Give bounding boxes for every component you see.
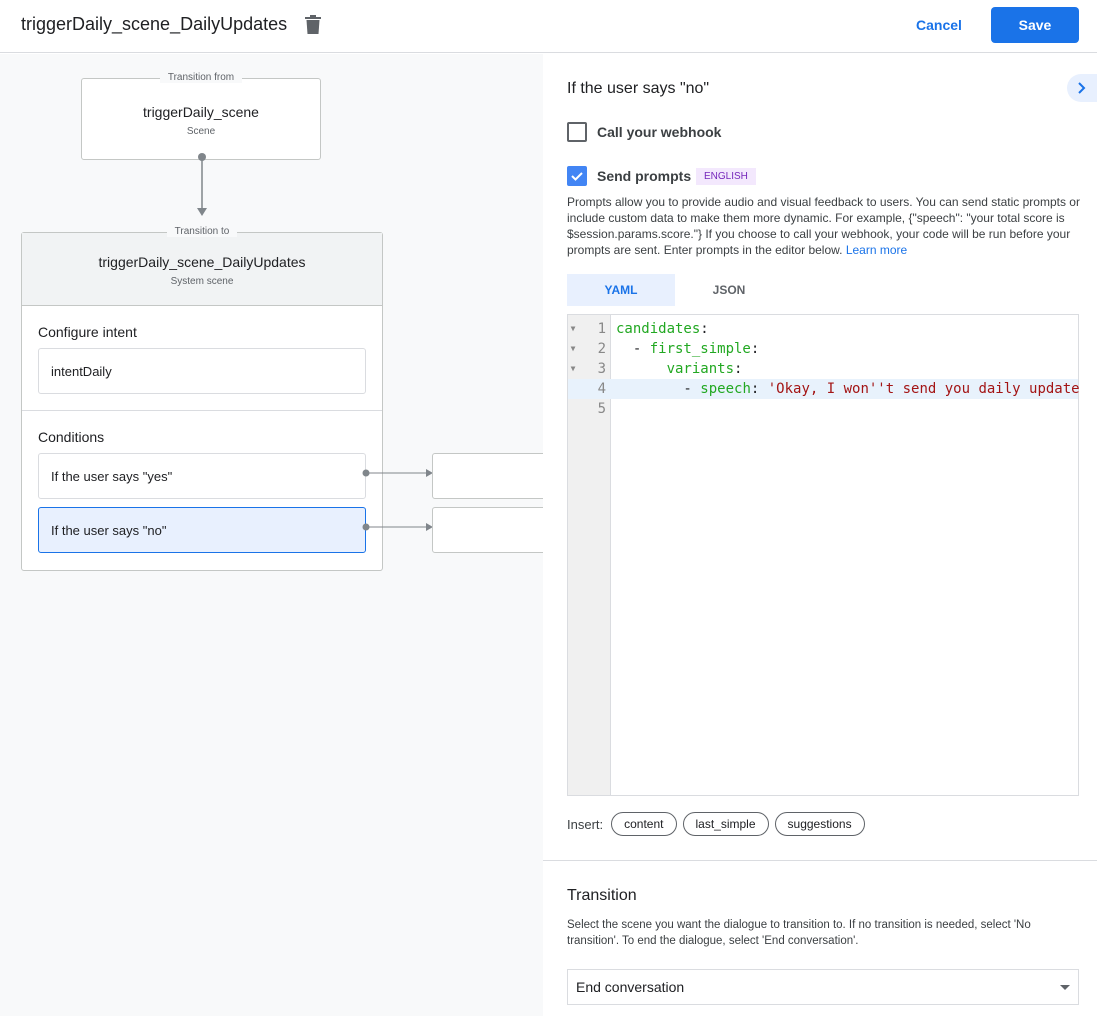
- yaml-value: 'Okay, I won''t send you daily update: [767, 381, 1080, 397]
- insert-label: Insert:: [567, 816, 604, 832]
- yaml-key: first_simple: [649, 341, 751, 357]
- fold-arrow-icon[interactable]: ▼: [570, 364, 576, 373]
- line-number: 4: [597, 381, 606, 397]
- code-line: ▼ 1 candidates:: [568, 319, 1078, 339]
- insert-last-simple-chip[interactable]: last_simple: [682, 812, 769, 836]
- code-line: 4 - speech: 'Okay, I won''t send you dai…: [568, 379, 1080, 399]
- transition-selected-value: End conversation: [576, 979, 685, 995]
- send-prompts-label: Send prompts: [597, 168, 692, 184]
- tab-yaml[interactable]: YAML: [567, 274, 675, 306]
- transition-to-card: Transition to triggerDaily_scene_DailyUp…: [21, 226, 383, 571]
- description-text: Prompts allow you to provide audio and v…: [567, 195, 1080, 257]
- language-badge: ENGLISH: [696, 168, 756, 185]
- page-title: triggerDaily_scene_DailyUpdates: [21, 14, 288, 34]
- to-scene-name: triggerDaily_scene_DailyUpdates: [98, 254, 306, 270]
- send-prompts-checkbox[interactable]: [567, 166, 587, 186]
- code-sep: :: [750, 341, 760, 357]
- fold-arrow-icon[interactable]: ▼: [570, 344, 576, 353]
- learn-more-link[interactable]: Learn more: [845, 243, 908, 257]
- target-node-yes[interactable]: [432, 453, 543, 499]
- check-icon: [571, 172, 583, 181]
- line-number: 3: [597, 361, 606, 377]
- condition-panel: If the user says "no" Call your webhook …: [543, 54, 1097, 1016]
- line-number: 2: [597, 341, 606, 357]
- yaml-key: speech: [700, 381, 751, 397]
- transition-arrow: [197, 153, 207, 216]
- code-sep: :: [750, 381, 768, 397]
- code-line: ▼ 2 - first_simple:: [568, 339, 1078, 359]
- conditions-label: Conditions: [38, 429, 105, 445]
- scene-canvas: Transition from triggerDaily_scene Scene…: [0, 54, 543, 1016]
- insert-row: Insert: content last_simple suggestions: [567, 812, 871, 836]
- transition-heading: Transition: [567, 887, 637, 904]
- code-indent: -: [616, 381, 701, 397]
- transition-to-label: Transition to: [166, 226, 238, 237]
- save-button[interactable]: Save: [991, 7, 1079, 43]
- panel-heading: If the user says "no": [567, 80, 710, 97]
- webhook-checkbox[interactable]: [567, 122, 587, 142]
- chevron-right-icon: [1078, 82, 1086, 94]
- code-indent: -: [616, 341, 650, 357]
- configure-intent-label: Configure intent: [38, 324, 137, 340]
- tab-json[interactable]: JSON: [712, 283, 746, 297]
- insert-suggestions-chip[interactable]: suggestions: [774, 812, 865, 836]
- top-bar: triggerDaily_scene_DailyUpdates Cancel S…: [0, 0, 1097, 53]
- from-scene-type: Scene: [186, 126, 216, 137]
- line-number: 1: [597, 321, 606, 337]
- transition-select[interactable]: End conversation: [567, 969, 1079, 1005]
- target-node-no[interactable]: [432, 507, 543, 553]
- condition-yes[interactable]: If the user says "yes": [38, 453, 366, 499]
- code-line: 5: [568, 399, 1078, 419]
- condition-connectors: [362, 469, 433, 531]
- intent-field[interactable]: intentDaily: [38, 348, 366, 394]
- webhook-label: Call your webhook: [597, 124, 722, 140]
- to-scene-type: System scene: [170, 276, 234, 287]
- yaml-key: candidates: [616, 321, 701, 337]
- cancel-button[interactable]: Cancel: [905, 8, 973, 42]
- code-line: ▼ 3 variants:: [568, 359, 1078, 379]
- trash-icon[interactable]: [305, 15, 321, 34]
- collapse-panel-button[interactable]: [1067, 74, 1097, 102]
- from-scene-name: triggerDaily_scene: [143, 104, 259, 120]
- transition-description: Select the scene you want the dialogue t…: [567, 919, 1031, 947]
- insert-content-chip[interactable]: content: [611, 812, 677, 836]
- fold-arrow-icon[interactable]: ▼: [570, 324, 576, 333]
- dropdown-arrow-icon: [1060, 985, 1070, 990]
- code-sep: :: [700, 321, 709, 337]
- yaml-key: variants: [666, 361, 735, 377]
- prompts-description: Prompts allow you to provide audio and v…: [567, 194, 1081, 258]
- transition-from-label: Transition from: [159, 72, 243, 83]
- transition-from-card[interactable]: Transition from triggerDaily_scene Scene: [81, 72, 321, 160]
- code-sep: :: [734, 361, 743, 377]
- code-indent: [616, 361, 667, 377]
- condition-no[interactable]: If the user says "no": [38, 507, 366, 553]
- line-number: 5: [597, 401, 606, 417]
- code-editor[interactable]: ▼ 1 candidates: ▼ 2 - first_simple: ▼ 3 varian…: [567, 314, 1080, 796]
